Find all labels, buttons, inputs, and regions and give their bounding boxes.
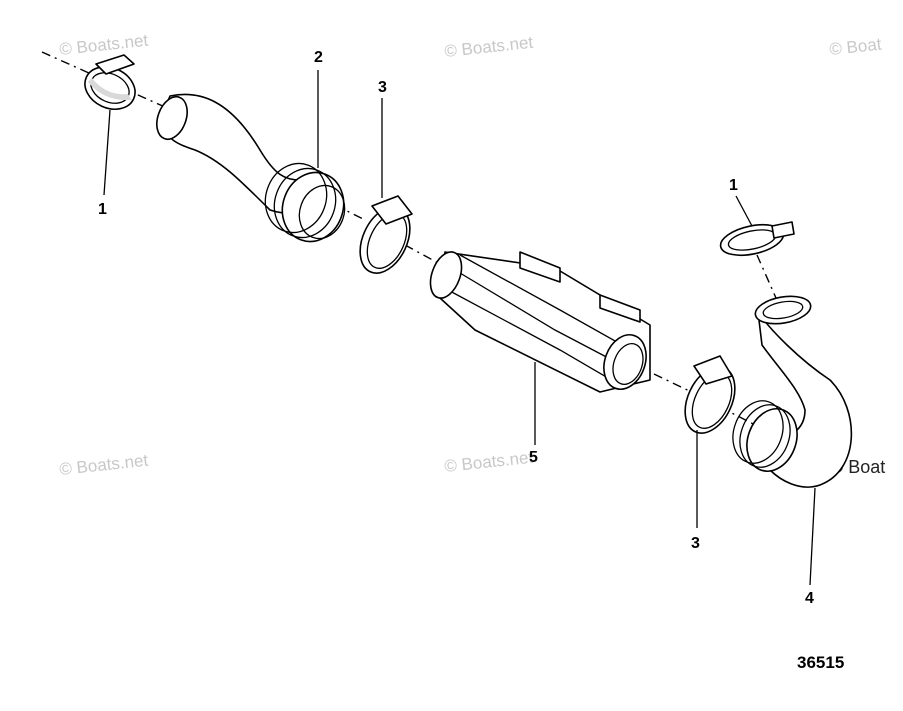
elbow-hose-4	[732, 295, 853, 488]
hose-clamp-1-right	[719, 221, 795, 257]
center-line-6	[756, 254, 777, 299]
watermark-4: © Boats.net	[58, 451, 149, 479]
leader-line-1b	[735, 195, 753, 227]
figure-number: 36515	[797, 653, 844, 672]
watermark-3: © Boat	[828, 35, 882, 59]
leader-line-4	[809, 487, 816, 586]
watermark-2: © Boats.net	[443, 33, 534, 61]
callout-4: 4	[805, 590, 814, 607]
hose-clamp-1-top-left	[84, 54, 136, 110]
center-line-4	[634, 364, 701, 397]
watermark-1: © Boats.net	[58, 31, 149, 59]
hose-clamp-3-upper	[359, 195, 413, 274]
leader-line-1a	[103, 109, 111, 196]
center-line-1	[41, 51, 177, 113]
callout-1-left: 1	[98, 201, 107, 218]
watermark-5: © Boats.net	[443, 448, 534, 476]
callout-3-lower: 3	[691, 535, 700, 552]
cooler-5	[429, 251, 651, 393]
callout-5: 5	[529, 449, 538, 466]
hose-clamp-3-lower	[684, 355, 736, 434]
callout-1-right: 1	[729, 177, 738, 194]
callout-3-upper: 3	[378, 79, 387, 96]
callout-2: 2	[314, 49, 323, 66]
center-line-3	[404, 244, 441, 265]
hose-upper-2	[156, 93, 346, 243]
